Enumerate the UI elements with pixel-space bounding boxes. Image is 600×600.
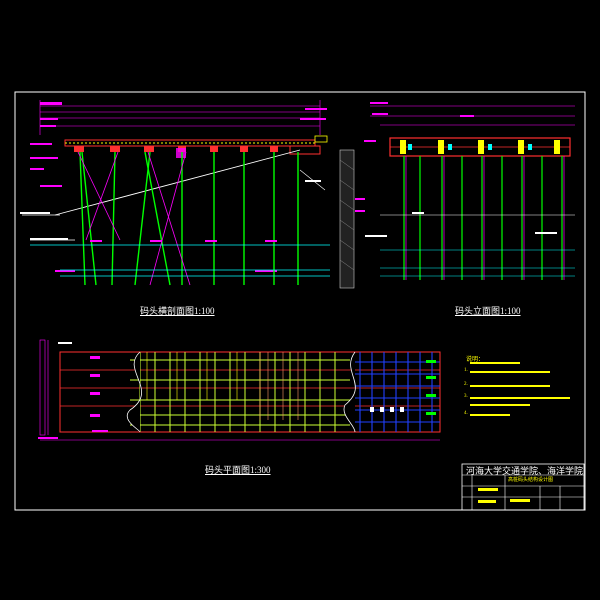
cross-section-view [20, 100, 365, 289]
title-block-institution: 河海大学交通学院、海洋学院 [466, 466, 584, 476]
title-block [461, 463, 585, 511]
elevation-title: 码头立面图1:100 [455, 306, 521, 316]
cross-section-title: 码头横剖面图1:100 [140, 306, 215, 316]
notes-block [470, 362, 570, 416]
notes-item-4: 4. [464, 411, 468, 416]
notes-heading: 说明： [466, 357, 485, 363]
title-block-drawing-name: 高桩码头结构设计图 [508, 478, 554, 483]
notes-item-3: 3. [464, 394, 468, 399]
outer-frame [14, 91, 586, 511]
notes-item-2: 2. [464, 382, 468, 387]
plan-view [38, 339, 441, 441]
plan-title: 码头平面图1:300 [205, 465, 271, 475]
notes-item-1: 1. [464, 368, 468, 373]
elevation-view [364, 102, 575, 280]
